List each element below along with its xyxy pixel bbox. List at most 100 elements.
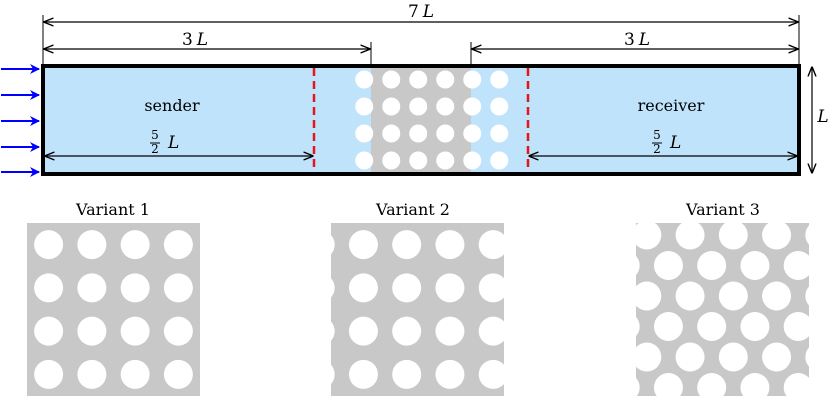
variant-2-hole [435,359,465,389]
dim-right-coef: 3 [624,30,635,50]
dim-sender-den: 2 [151,142,159,156]
variant-1-hole [120,359,150,389]
scatterer-hole [382,124,401,143]
variant-3-hole [675,220,705,250]
variant-3-hole [718,220,748,250]
dim-total-coef: 7 [408,2,419,22]
variant-3-hole [783,312,813,341]
variant-2-hole [392,273,422,303]
scatterer-hole [355,124,374,143]
variant-3-hole [762,342,792,372]
dim-sender-unit: L [167,133,179,153]
scatterer-region [355,66,509,174]
inflow-arrows [1,64,40,177]
dim-sender-label: 5 2 L [150,128,179,156]
variant-3-title: Variant 3 [685,200,760,219]
variant-1-hole [120,273,150,303]
variant-3-hole [610,251,640,280]
scatterer-hole [355,97,374,116]
variant-3-hole [762,281,792,311]
variant-3-solid [636,223,809,396]
scatterer-hole [463,70,482,89]
scatterer-hole [409,70,428,89]
variant-2-hole [478,230,508,260]
variant-3-hole [805,220,830,250]
scatterer-hole [355,151,374,170]
scatterer-hole [409,124,428,143]
scatterer-hole [463,124,482,143]
variant-3-hole [697,251,727,280]
variant-3-hole [610,312,640,341]
variant-2-hole [435,316,465,346]
scatterer-holes [355,70,509,170]
variant-2-edge-hole [305,230,335,260]
variant-2-edge-hole [521,230,551,260]
scatterer-hole [490,97,509,116]
variant-1-hole [163,359,193,389]
waveguide-outline [41,64,801,176]
dim-total-unit: L [422,2,434,22]
scatterer-hole [436,151,455,170]
dim-sender-num: 5 [151,128,159,142]
variant-2-edge-hole [521,273,551,303]
variant-2-panel [305,223,551,396]
scatterer-hole [490,70,509,89]
dim-right-unit: L [638,30,650,50]
scatterer-hole [382,151,401,170]
variant-3-hole [610,373,640,402]
variant-3-hole [632,281,662,311]
variant-3-hole [718,281,748,311]
variant-3-hole [740,312,770,341]
variant-2-hole [435,273,465,303]
variant-1-hole [34,359,64,389]
variant-1-hole [34,273,64,303]
variant-2-edge-hole [521,316,551,346]
variant-2-edge-hole [305,359,335,389]
variant-3-hole [653,251,683,280]
variant-1-hole [163,273,193,303]
variant-3-hole [740,373,770,402]
variant-1-hole [34,230,64,260]
variant-3-hole [762,220,792,250]
variant-2-hole [435,230,465,260]
variant-1-hole [77,359,107,389]
variant-2-hole [348,316,378,346]
variant-2-hole [392,359,422,389]
variant-3-hole [653,312,683,341]
dim-left-coef: 3 [182,30,193,50]
variant-3-hole [697,373,727,402]
variant-2-hole [392,316,422,346]
variant-1-hole [77,316,107,346]
dim-receiver-unit: L [669,133,681,153]
variant-1-hole [163,230,193,260]
variant-2-hole [348,230,378,260]
receiver-label: receiver [638,96,705,115]
scatterer-hole [409,151,428,170]
variant-3-hole [632,342,662,372]
variant-1-hole [120,316,150,346]
variant-1-holes [34,230,193,389]
variant-2-title: Variant 2 [375,200,450,219]
variant-2-hole [478,359,508,389]
scatterer-hole [463,151,482,170]
dim-receiver-num: 5 [653,128,661,142]
variant-2-hole [348,359,378,389]
variant-2-hole [392,230,422,260]
variant-1-hole [120,230,150,260]
scatterer-hole [409,97,428,116]
variant-3-panel [610,220,830,402]
variant-3-hole [718,342,748,372]
variant-3-hole [805,342,830,372]
variant-3-hole [675,342,705,372]
variant-1-title: Variant 1 [75,200,150,219]
variant-1-hole [77,273,107,303]
variant-3-hole [653,373,683,402]
variant-3-hole [697,312,727,341]
scatterer-hole [436,70,455,89]
dim-receiver-den: 2 [653,142,661,156]
variant-3-hole [740,251,770,280]
variant-2-holes [305,230,551,389]
